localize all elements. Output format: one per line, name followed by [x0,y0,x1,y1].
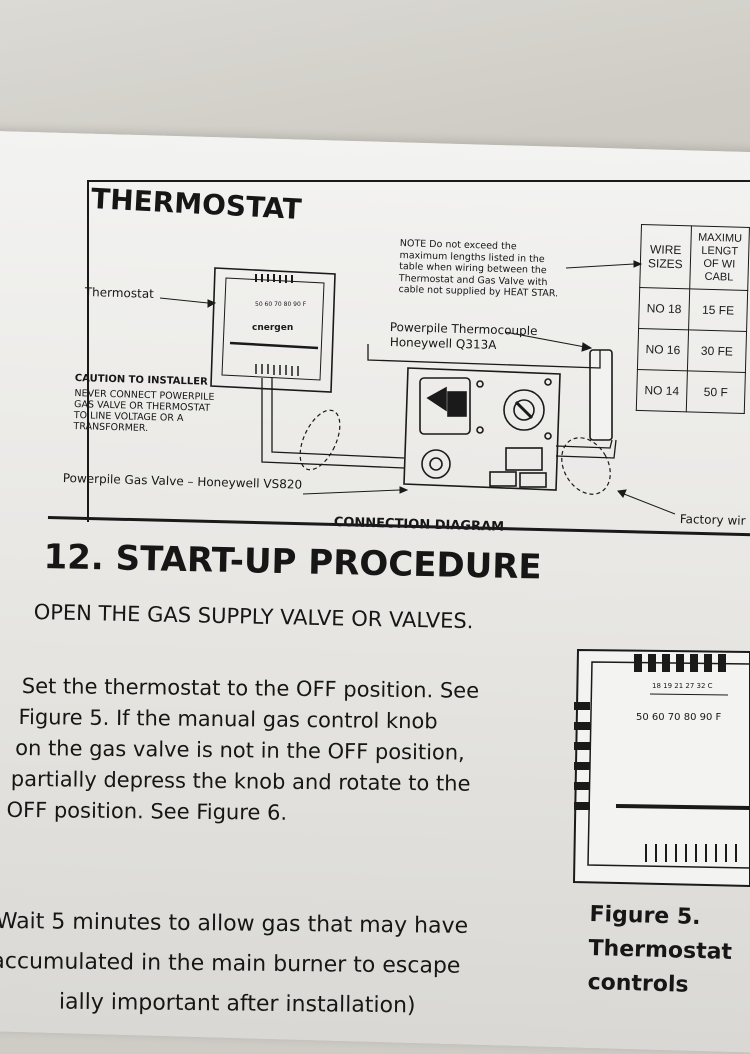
figure5-caption-line: Thermostat [588,935,733,965]
figure5-side-ticks [574,702,590,810]
paragraph-line: accumulated in the main burner to escape [0,948,461,979]
thermostat-unit: 50 60 70 80 90 F cnergen [210,267,336,393]
figure5-scale-f: 50 60 70 80 90 F [636,712,722,723]
figure5-thermostat-drawing: 18 19 21 27 32 C 50 60 70 80 90 F [572,648,750,888]
figure5-caption-line: controls [587,969,689,998]
thermostat-brand-logo: cnergen [252,323,293,333]
paragraph-line: Figure 5. If the manual gas control knob [18,704,438,734]
figure5-caption: Figure 5. Thermostat controls [587,898,733,1004]
paragraph-line: ially important after installation) [58,989,416,1019]
splice-marker [299,409,341,471]
wiring [261,344,617,469]
connection-diagram-drawing: 50 60 70 80 90 F cnergen [159,260,676,515]
thermostat-scale: 50 60 70 80 90 F [255,301,307,308]
thermostat-ticks [255,274,293,283]
figure5-scale-c: 18 19 21 27 32 C [652,682,713,690]
paragraph-line: Wait 5 minutes to allow gas that may hav… [0,908,469,939]
figure5-bottom-ticks [645,844,737,862]
paragraph-line: on the gas valve is not in the OFF posit… [15,735,465,765]
figure5-caption-line: Figure 5. [589,901,701,931]
paragraph-line: Set the thermostat to the OFF position. … [21,673,480,703]
paragraph-thermostat: Set the thermostat to the OFF position. … [6,671,480,831]
diagram-frame [87,180,750,522]
figure5-top-ticks [634,654,726,672]
paragraph-line: partially depress the knob and rotate to… [10,766,471,796]
leader-arrows [159,260,676,515]
gas-valve-unit [403,367,561,491]
paragraph-line: OFF position. See Figure 6. [6,797,288,825]
paragraph-wait: Wait 5 minutes to allow gas that may hav… [0,902,468,1027]
splice-marker [561,437,611,495]
thermocouple-unit [589,349,613,441]
